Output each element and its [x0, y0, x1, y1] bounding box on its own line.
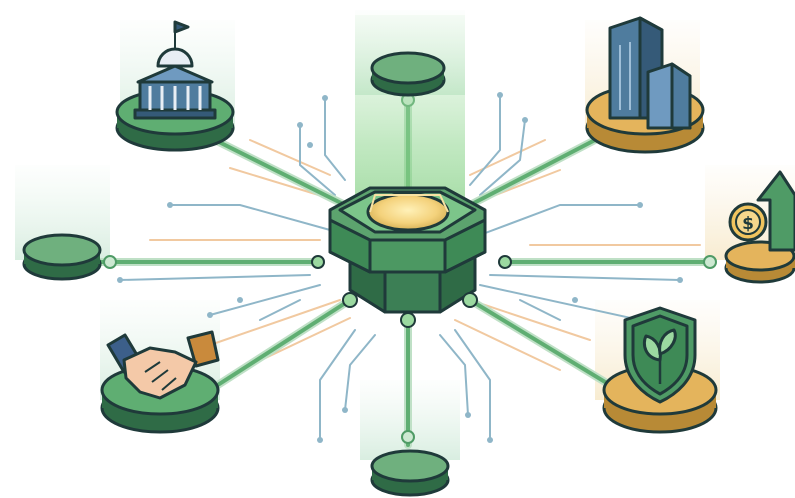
node-top-left [115, 20, 235, 152]
node-bottom [370, 449, 450, 497]
node-left [22, 233, 102, 281]
leaf-shield-icon [623, 306, 697, 404]
circuit-traces [117, 92, 701, 443]
octagon-hub-icon [311, 186, 512, 328]
empty-platform-icon [370, 449, 450, 483]
svg-text:$: $ [742, 214, 754, 234]
node-right: $ [724, 170, 795, 284]
node-top [370, 51, 446, 97]
office-buildings-icon [608, 16, 692, 130]
empty-platform-icon [22, 233, 102, 267]
node-bottom-left [100, 330, 220, 434]
handshake-icon [106, 330, 220, 400]
dollar-growth-arrow-icon: $ [728, 170, 795, 252]
government-building-icon [133, 20, 217, 120]
connector-lines [96, 91, 717, 449]
node-top-right [585, 16, 705, 154]
empty-platform-icon [370, 51, 446, 85]
node-bottom-right [602, 306, 718, 434]
